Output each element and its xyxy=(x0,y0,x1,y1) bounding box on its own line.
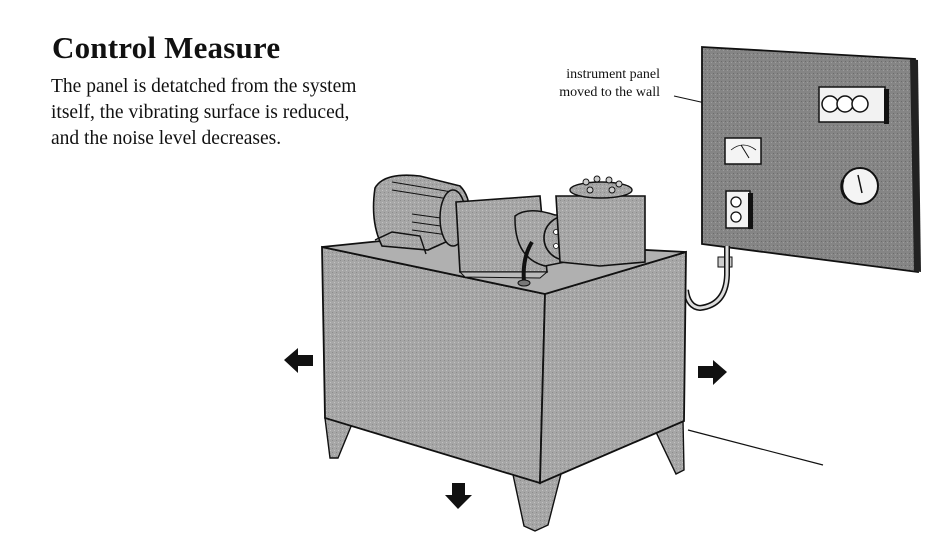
description-line: The panel is detatched from the system xyxy=(51,76,357,97)
instrument-panel-callout: instrument panel moved to the wall xyxy=(490,66,660,102)
electric-motor xyxy=(372,174,471,255)
instrument-panel xyxy=(701,46,921,274)
arrow-left-icon xyxy=(284,348,313,373)
description-line: and the noise level decreases. xyxy=(51,128,282,149)
round-gauge xyxy=(840,167,879,205)
callout-line: instrument panel xyxy=(566,67,660,82)
arrow-down-icon xyxy=(445,483,472,509)
valve-block xyxy=(555,175,646,267)
description-line: itself, the vibrating surface is reduced… xyxy=(51,102,350,123)
description-text: The panel is detatched from the system i… xyxy=(51,74,461,152)
cable xyxy=(683,246,733,312)
switch-box xyxy=(725,190,753,229)
analog-meter xyxy=(724,137,762,165)
floor-line xyxy=(687,429,824,466)
callout-line: moved to the wall xyxy=(559,85,660,100)
arrow-right-icon xyxy=(698,360,727,385)
page-title: Control Measure xyxy=(52,30,281,65)
indicator-lights xyxy=(818,86,889,124)
